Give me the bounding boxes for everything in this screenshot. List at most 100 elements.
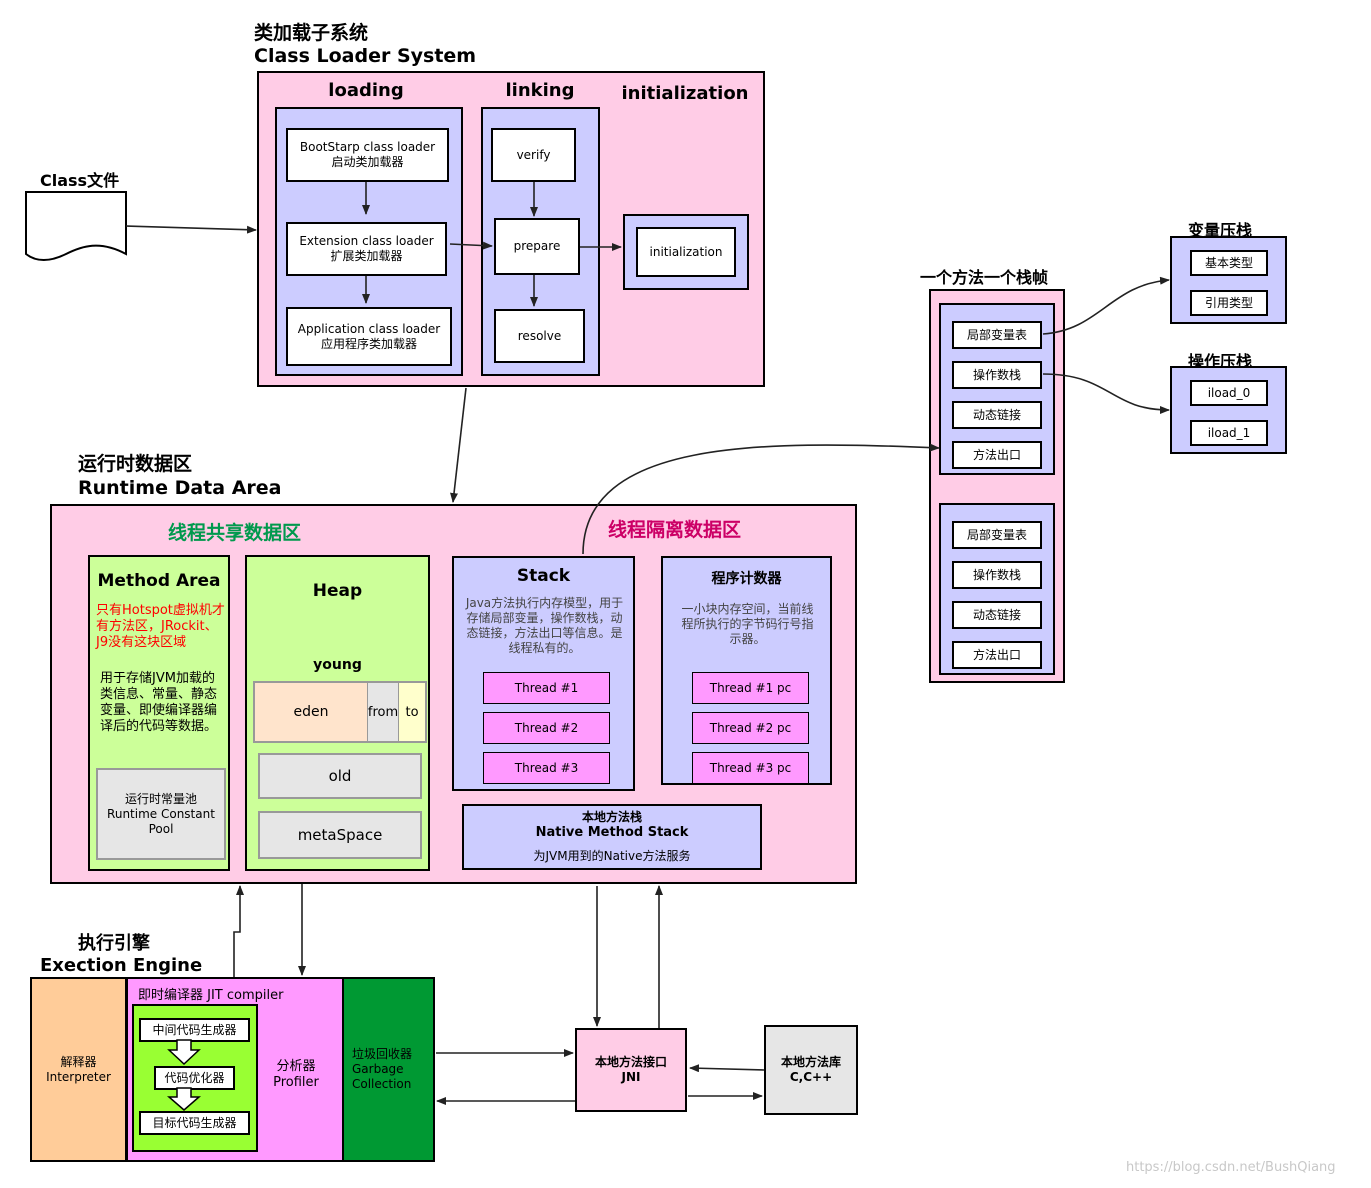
pool-cn: 运行时常量池: [124, 791, 197, 806]
verify-box: verify: [491, 128, 576, 182]
extension-loader-box: Extension class loader 扩展类加载器: [286, 222, 447, 276]
method-area: Method Area 只有Hotspot虚拟机才有方法区，JRockit、J9…: [88, 555, 230, 871]
local-vars-to-var-stack-arrow: [1042, 276, 1170, 335]
jni-cn: 本地方法接口: [594, 1055, 667, 1069]
from-box: from: [367, 683, 398, 741]
stack-frame-1: 局部变量表 操作数栈 动态链接 方法出口: [939, 303, 1055, 475]
iload-1: iload_1: [1190, 420, 1268, 446]
stack-thread-1: Thread #1: [483, 672, 610, 704]
jit-step-arrow-1: [167, 1039, 201, 1066]
op-stack-panel: iload_0 iload_1: [1170, 366, 1287, 454]
profiler-label: 分析器 Profiler: [272, 1059, 320, 1091]
old-gen-box: old: [258, 753, 422, 799]
stack-thread-3: Thread #3: [483, 752, 610, 784]
class-loader-title-cn: 类加载子系统: [254, 22, 369, 44]
watermark: https://blog.csdn.net/BushQiang: [1126, 1160, 1336, 1175]
stack-title: Stack: [516, 566, 571, 586]
resolve-box: resolve: [494, 309, 585, 363]
stack-desc: Java方法执行内存模型，用于存储局部变量，操作数栈，动态链接，方法出口等信息。…: [465, 596, 624, 655]
class-file-label: Class文件: [40, 171, 120, 190]
primitive-type: 基本类型: [1190, 250, 1268, 276]
native-stack-cn: 本地方法栈: [581, 810, 642, 824]
jit-title: 即时编译器 JIT compiler: [138, 988, 284, 1003]
eden-box: eden: [255, 683, 367, 741]
var-stack-panel: 基本类型 引用类型: [1170, 236, 1287, 324]
pc-register-area: 程序计数器 一小块内存空间，当前线程所执行的字节码行号指示器。 Thread #…: [661, 556, 832, 785]
application-loader-box: Application class loader 应用程序类加载器: [286, 307, 452, 366]
native-lib-cn: 本地方法库: [780, 1055, 841, 1069]
loading-to-linking-arrow: [449, 241, 493, 250]
application-en: Application class loader: [297, 321, 441, 336]
engine-title-en: Exection Engine: [40, 955, 203, 976]
pc-thread-3: Thread #3 pc: [692, 752, 809, 784]
method-area-desc: 用于存储JVM加载的类信息、常量、静态变量、即使编译器编译后的代码等数据。: [100, 671, 218, 734]
extension-en: Extension class loader: [299, 234, 434, 248]
pc-thread-1: Thread #1 pc: [692, 672, 809, 704]
runtime-title-en: Runtime Data Area: [78, 477, 282, 499]
young-gen: eden from to: [253, 681, 427, 743]
metaspace-box: metaSpace: [258, 811, 422, 859]
jit-step-arrow-2: [166, 1087, 202, 1111]
pc-thread-2: Thread #2 pc: [692, 712, 809, 744]
iload-0: iload_0: [1190, 380, 1268, 406]
heap-title: Heap: [312, 581, 363, 601]
engine-to-method-area-arrow: [233, 885, 244, 977]
bootstrap-en: BootStarp class loader: [299, 140, 436, 154]
shared-area-title: 线程共享数据区: [168, 522, 302, 544]
heap-area: Heap young eden from to old metaSpace: [245, 555, 430, 871]
native-library-box: 本地方法库 C,C++: [764, 1025, 858, 1115]
var-stack-title: 变量压栈: [1188, 221, 1253, 240]
loader-to-runtime-arrow: [450, 387, 467, 503]
frame-title: 一个方法一个栈帧: [920, 268, 1049, 287]
native-stack-en: Native Method Stack: [535, 825, 689, 840]
interpreter-box: 解释器 Interpreter: [30, 977, 127, 1162]
jni-en: JNI: [621, 1070, 641, 1084]
profiler-cn: 分析器: [276, 1059, 316, 1074]
class-loader-title-en: Class Loader System: [254, 45, 477, 67]
runtime-constant-pool: 运行时常量池 Runtime Constant Pool: [96, 768, 226, 860]
reference-type: 引用类型: [1190, 290, 1268, 316]
runtime-title-cn: 运行时数据区: [78, 453, 193, 475]
jit-steps-panel: 中间代码生成器 代码优化器 目标代码生成器: [132, 1004, 258, 1152]
frame2-return-address: 方法出口: [952, 641, 1042, 669]
pc-title: 程序计数器: [711, 571, 782, 587]
target-code-generator: 目标代码生成器: [139, 1111, 250, 1135]
initialization-label: initialization: [621, 83, 749, 104]
extension-cn: 扩展类加载器: [330, 249, 403, 263]
gc-en2: Collection: [352, 1077, 412, 1091]
native-stack-desc: 为JVM用到的Native方法服务: [533, 849, 691, 863]
loading-label: loading: [328, 80, 404, 101]
frame2-local-vars: 局部变量表: [952, 521, 1042, 549]
stack-thread-2: Thread #2: [483, 712, 610, 744]
gc-en1: Garbage: [352, 1062, 404, 1076]
to-box: to: [398, 683, 425, 741]
stack-frame-2: 局部变量表 操作数栈 动态链接 方法出口: [939, 503, 1055, 675]
operand-stack-to-op-stack-arrow: [1042, 373, 1170, 414]
gc-cn: 垃圾回收器: [352, 1047, 413, 1061]
initialization-box: initialization: [636, 227, 736, 277]
method-area-title: Method Area: [97, 571, 221, 591]
frame1-return-address: 方法出口: [952, 441, 1042, 469]
frame2-operand-stack: 操作数栈: [952, 561, 1042, 589]
prepare-box: prepare: [494, 218, 580, 275]
linking-label: linking: [505, 80, 575, 101]
class-file-arrow: [125, 225, 257, 234]
young-label: young: [313, 657, 362, 673]
interpreter-cn: 解释器: [60, 1054, 97, 1069]
pc-desc: 一小块内存空间，当前线程所执行的字节码行号指示器。: [681, 602, 814, 646]
frame1-dynamic-link: 动态链接: [952, 401, 1042, 429]
ir-generator: 中间代码生成器: [139, 1018, 250, 1042]
native-method-stack: 本地方法栈 Native Method Stack 为JVM用到的Native方…: [462, 804, 762, 870]
frame2-dynamic-link: 动态链接: [952, 601, 1042, 629]
code-optimizer: 代码优化器: [154, 1066, 235, 1090]
bootstrap-cn: 启动类加载器: [331, 155, 404, 169]
application-cn: 应用程序类加载器: [320, 336, 417, 351]
garbage-collector-box: 垃圾回收器 Garbage Collection: [342, 977, 435, 1162]
frame1-operand-stack: 操作数栈: [952, 361, 1042, 389]
stack-to-frame-arrow: [582, 443, 940, 555]
bootstrap-loader-box: BootStarp class loader 启动类加载器: [286, 128, 449, 182]
engine-title-cn: 执行引擎: [78, 933, 150, 954]
method-area-note: 只有Hotspot虚拟机才有方法区，JRockit、J9没有这块区域: [96, 603, 225, 650]
